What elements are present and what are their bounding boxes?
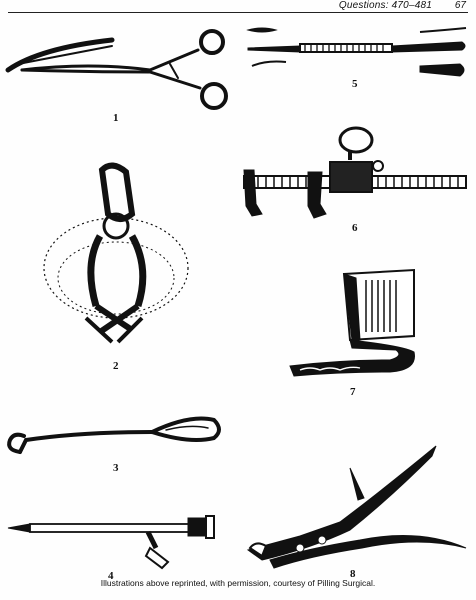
figure-label-8: 8 (350, 568, 356, 580)
page-number: 67 (454, 0, 466, 11)
figure-label-6: 6 (352, 222, 358, 234)
figure-label-2: 2 (113, 360, 119, 372)
instrument-5-elevator (246, 27, 467, 77)
instrument-1-forceps (5, 29, 228, 110)
instrument-8-rongeur (246, 445, 467, 569)
figure-caption: Illustrations above reprinted, with perm… (100, 578, 376, 588)
figure-label-4: 4 (108, 570, 114, 582)
instrument-4-trocar (7, 515, 215, 570)
instrument-6-bar-clamp (243, 126, 467, 219)
page-header: Questions: 470–481 67 (0, 0, 476, 14)
figure-label-3: 3 (113, 462, 119, 474)
figure-label-7: 7 (350, 386, 356, 398)
instrument-2-retractor (43, 162, 189, 344)
figure-label-5: 5 (352, 78, 358, 90)
instrument-3-hook (7, 416, 221, 454)
figure-label-1: 1 (113, 112, 119, 124)
header-rule (8, 12, 468, 13)
instrument-7-malleable-retractor (289, 268, 415, 377)
question-range: Questions: 470–481 (338, 0, 432, 11)
